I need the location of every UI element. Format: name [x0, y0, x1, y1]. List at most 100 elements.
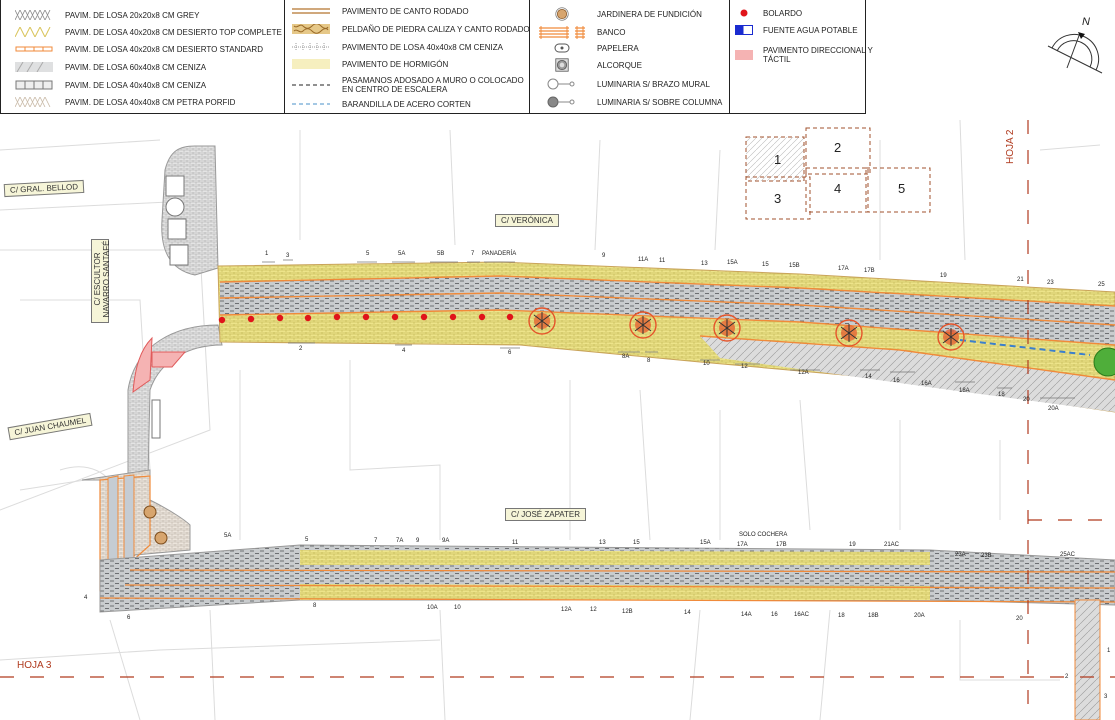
house-number: 20A: [1048, 406, 1059, 412]
house-number: 7: [471, 251, 475, 257]
house-number: 16: [893, 378, 900, 384]
grid-grey-icon: [15, 80, 53, 90]
orange-brick-icon: [15, 46, 53, 52]
street-label-veronica: C/ VERÓNICA: [495, 214, 560, 227]
zapater-north-strip: [300, 550, 930, 565]
keymap-cell-2[interactable]: 2: [834, 140, 842, 155]
hatch-beige-icon: [15, 97, 51, 107]
house-number: 13: [701, 261, 708, 267]
house-number: 15A: [700, 540, 711, 546]
house-number: 18: [998, 392, 1005, 398]
house-number: 4: [84, 595, 88, 601]
sheet-keymap: [745, 127, 931, 220]
house-number: 18B: [868, 613, 879, 619]
house-number: 16AC: [794, 612, 810, 618]
house-number: 20: [1016, 616, 1023, 622]
keymap-cell-3[interactable]: 3: [774, 191, 782, 206]
house-number: 4: [402, 348, 406, 354]
house-number: 5A: [398, 251, 406, 257]
legend-item: LUMINARIA S/ SOBRE COLUMNA: [529, 94, 722, 110]
house-number: 5: [366, 251, 370, 257]
house-number: 18A: [959, 388, 970, 394]
legend-item: PAVIMENTO DE HORMIGÓN: [284, 56, 448, 72]
legend-item: PAVIM. DE LOSA 40x40x8 CM PETRA PORFID: [1, 94, 235, 110]
house-number: 20A: [914, 613, 925, 619]
house-number: 12: [741, 364, 748, 370]
house-number: 23B: [981, 553, 992, 559]
house-number: 15B: [789, 263, 800, 269]
house-number: 1: [1107, 648, 1111, 654]
house-number: 16: [771, 612, 778, 618]
house-number: 23: [1047, 280, 1054, 286]
house-number: 14A: [741, 612, 752, 618]
column-lamp-icon: [547, 96, 575, 108]
keymap-cell-4[interactable]: 4: [834, 181, 842, 196]
house-number: 17B: [776, 542, 787, 548]
house-number: 23A: [955, 552, 966, 558]
curved-sidewalk: [127, 324, 223, 481]
house-number: 10: [703, 361, 710, 367]
house-number: 2: [299, 346, 303, 352]
legend-item: PAVIMENTO DIRECCIONAL Y TÁCTIL: [729, 44, 873, 66]
legend-column-paving: PAVIM. DE LOSA 20x20x8 CM GREY PAVIM. DE…: [1, 0, 285, 113]
corten-railing: [959, 339, 1091, 356]
sheet-label-hoja3: HOJA 3: [17, 660, 52, 671]
keymap-cell-5[interactable]: 5: [898, 181, 906, 196]
tactile-paving-icon: [735, 50, 753, 60]
legend-column-furniture: JARDINERA DE FUNDICIÓN BANCO PAPELERA AL…: [529, 0, 730, 113]
legend-item: PAVIM. DE LOSA 40x40x8 CM CENIZA: [1, 77, 206, 93]
house-number: 2: [1065, 674, 1069, 680]
house-number: SOLO COCHERA: [739, 532, 788, 538]
fountain-icon: [735, 25, 753, 35]
bollards: [218, 313, 514, 324]
bench-icon: [539, 26, 585, 39]
double-line-brown-icon: [292, 8, 330, 14]
house-number: 7: [374, 538, 378, 544]
house-number: 17A: [737, 542, 748, 548]
house-number: 6: [508, 350, 512, 356]
plan-map: C/ GRAL. BELLOD C/ ESCULTOR NAVARRO SANT…: [0, 114, 1115, 720]
planter-box: [169, 244, 189, 266]
legend-item: PASAMANOS ADOSADO A MURO O COLOCADO EN C…: [284, 74, 532, 96]
concrete-swatch-icon: [292, 59, 330, 69]
planter-box: [167, 218, 187, 240]
legend-item: FUENTE AGUA POTABLE: [729, 22, 858, 38]
bench: [151, 399, 161, 439]
house-number: 10A: [427, 605, 438, 611]
keymap-cell-1[interactable]: 1: [774, 152, 782, 167]
stone-pattern-icon: [292, 24, 330, 34]
legend-item: JARDINERA DE FUNDICIÓN: [529, 5, 702, 23]
round-planter: [165, 197, 185, 217]
legend-column-materials: PAVIMENTO DE CANTO RODADO PELDAÑO DE PIE…: [284, 0, 530, 113]
street-label-escultor: C/ ESCULTOR NAVARRO SANTAFÉ: [91, 239, 111, 323]
legend-column-misc: BOLARDO FUENTE AGUA POTABLE PAVIMENTO DI…: [729, 0, 873, 113]
legend-item: BOLARDO: [729, 5, 802, 21]
house-number: 21: [1017, 277, 1024, 283]
black-dashed-line-icon: [292, 84, 330, 86]
house-number: 11: [512, 540, 519, 546]
house-number: 11: [659, 258, 666, 264]
hatch-grey-icon: [15, 10, 51, 20]
house-number: 5B: [437, 251, 445, 257]
house-markers: [262, 259, 1075, 399]
house-number: PANADERÍA: [482, 251, 517, 257]
house-number: 19: [849, 542, 856, 548]
house-number: 3: [1104, 694, 1108, 700]
house-number: 15: [633, 540, 640, 546]
house-number: 19: [940, 273, 947, 279]
house-number: 12A: [561, 607, 572, 613]
legend-item: PAVIM. DE LOSA 40x20x8 CM DESIERTO STAND…: [1, 41, 263, 57]
house-number: 9: [602, 253, 606, 259]
house-number: 17B: [864, 268, 875, 274]
house-number: 5: [305, 537, 309, 543]
house-number: 20: [1023, 397, 1030, 403]
legend-item: PAVIM. DE LOSA 60x40x8 CM CENIZA: [1, 59, 206, 75]
zapater-orange-bands: [99, 569, 1115, 603]
legend-item: PAPELERA: [529, 40, 639, 56]
legend-item: ALCORQUE: [529, 56, 642, 74]
street-label-jose-zapater: C/ JOSÉ ZAPATER: [505, 508, 587, 521]
house-number: 18: [838, 613, 845, 619]
sheet-label-hoja2: HOJA 2: [1005, 129, 1016, 164]
house-number: 25: [1098, 282, 1105, 288]
legend-item: PAVIMENTO DE LOSA 40x40x8 CM CENIZA: [284, 39, 503, 55]
